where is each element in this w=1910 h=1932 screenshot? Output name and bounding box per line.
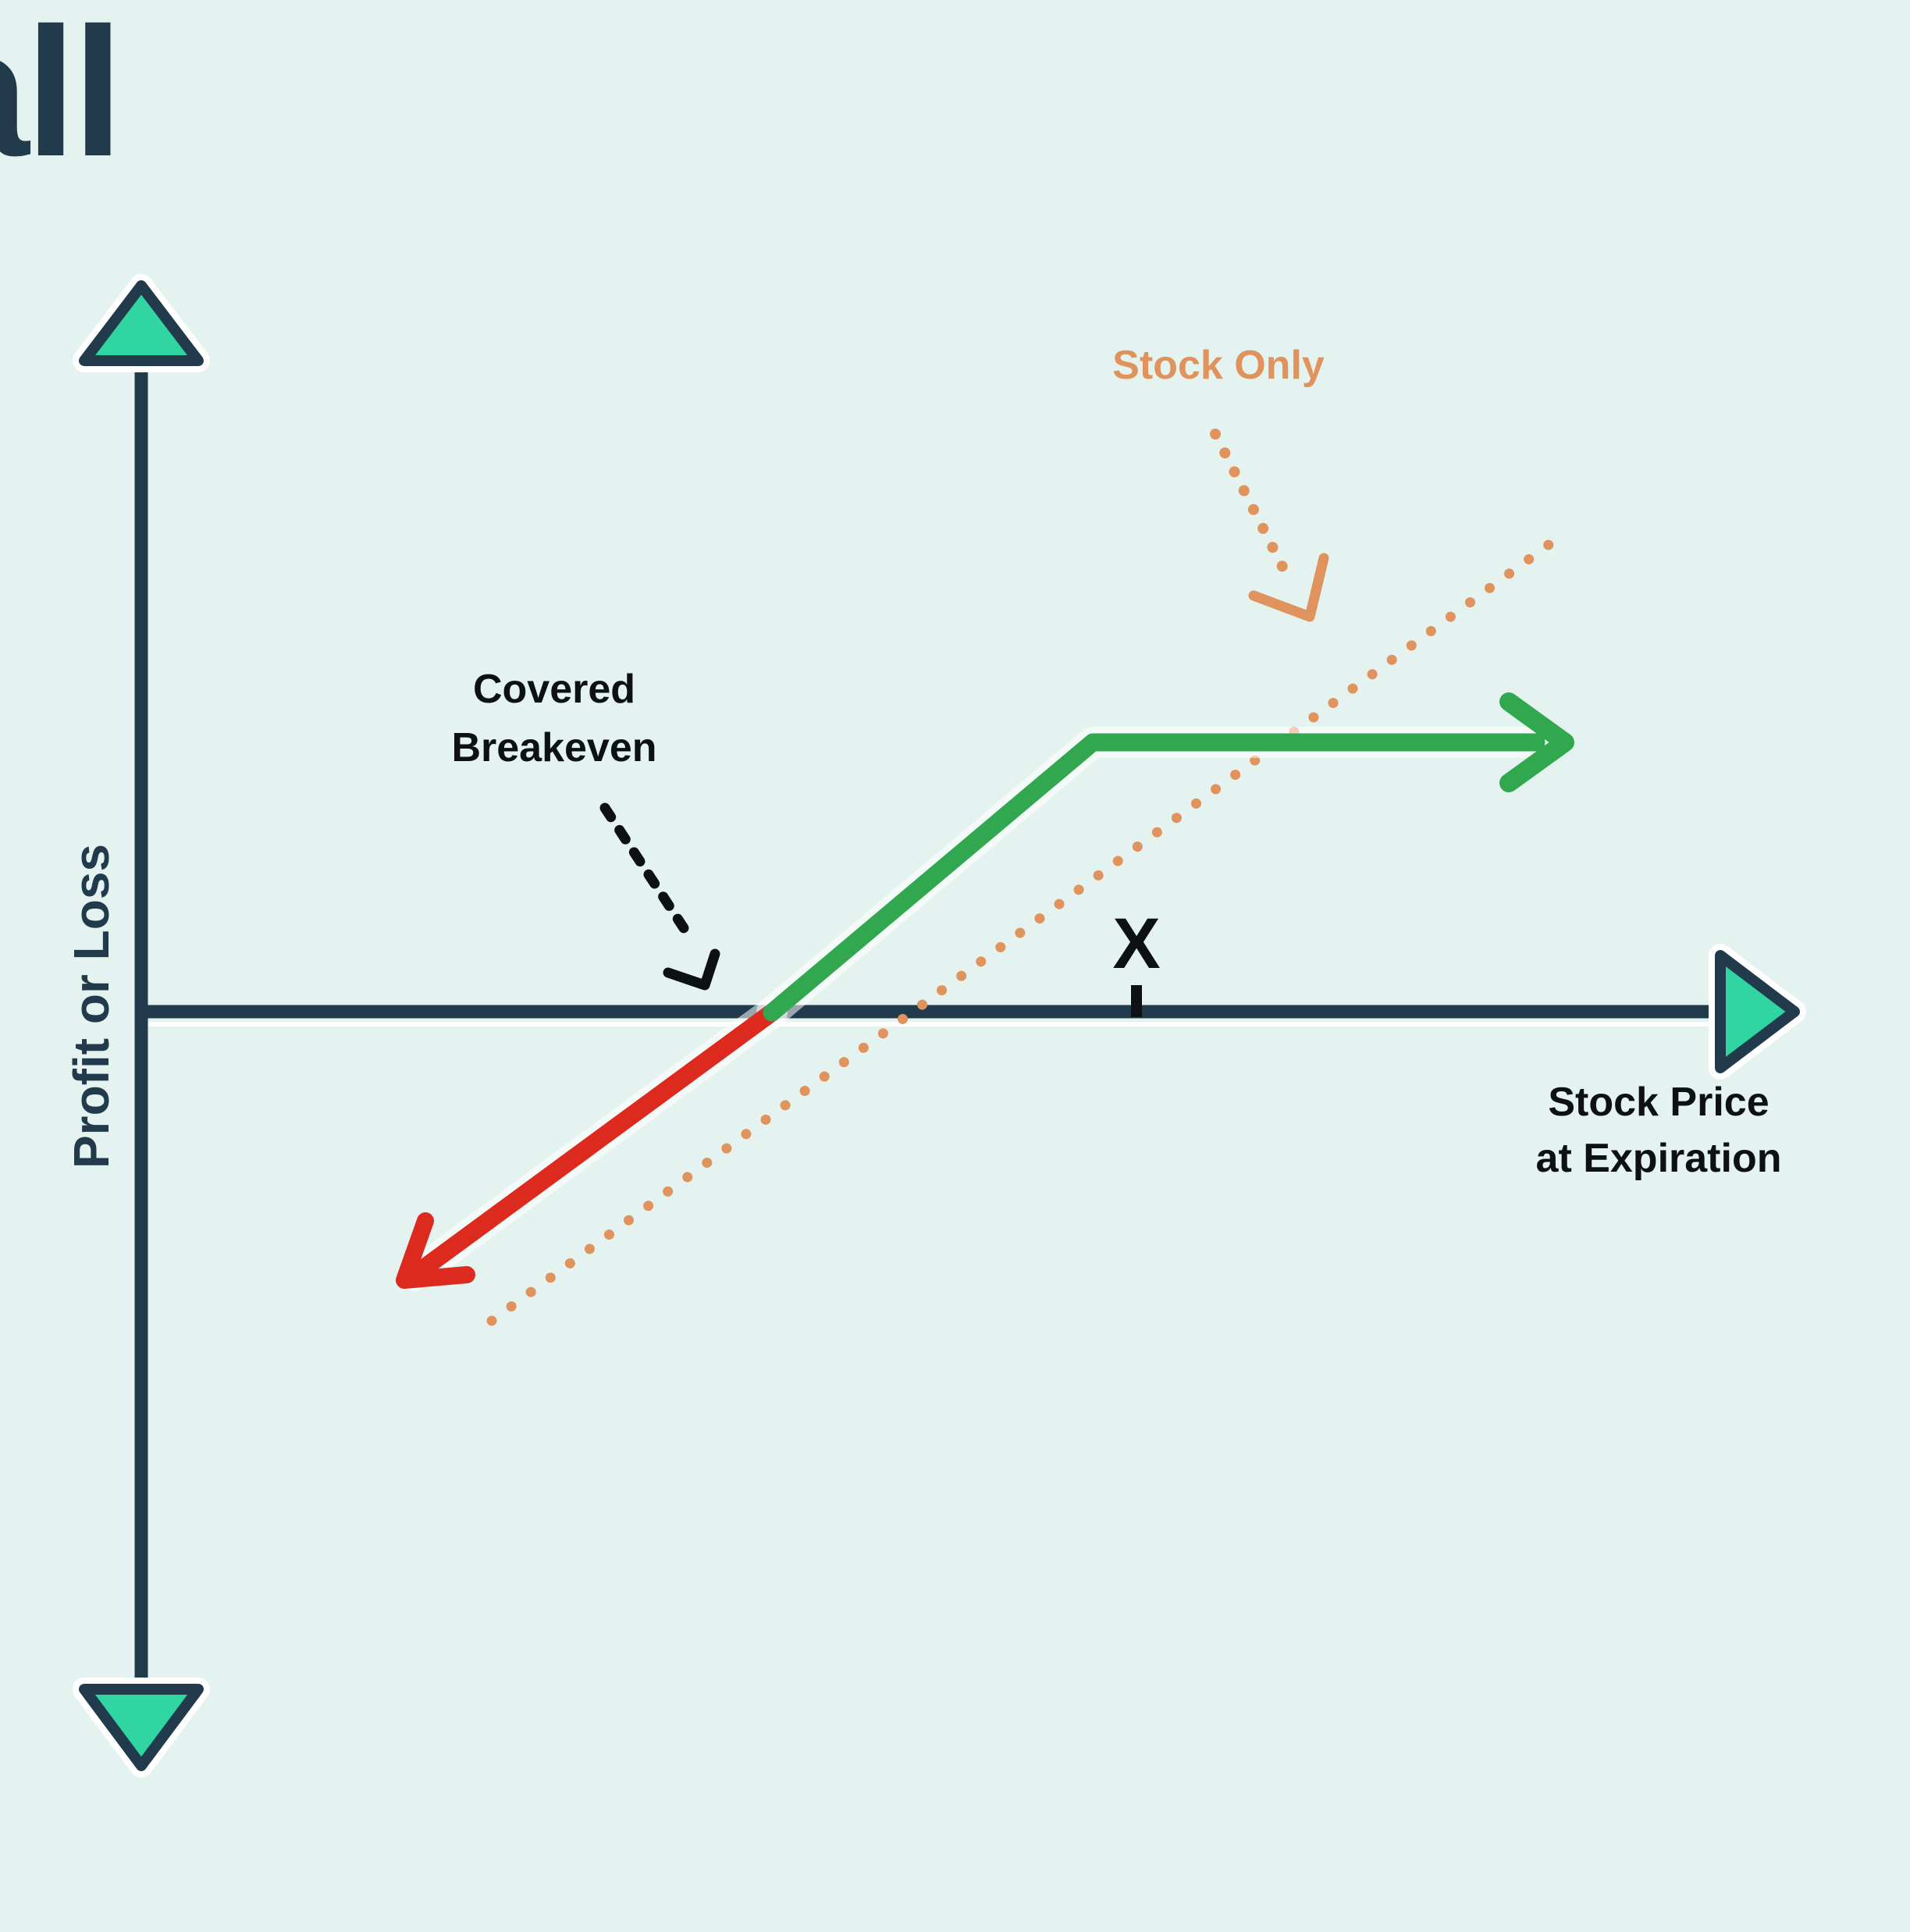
y-axis-up-arrow-icon (79, 280, 204, 366)
stock-only-line (486, 532, 1563, 1326)
y-axis-down-arrow-icon (79, 1684, 204, 1771)
loss-line (404, 1003, 781, 1285)
stock-only-callout-arrowhead-icon (1248, 553, 1329, 622)
x-axis-label: Stock Price at Expiration (1535, 1080, 1782, 1181)
y-axis-label: Profit or Loss (63, 843, 119, 1169)
page-title: Covered Call (0, 0, 123, 194)
profit-line-arrowhead-icon (1499, 692, 1574, 792)
stock-only-label: Stock Only (1112, 343, 1325, 388)
breakeven-callout-arrowhead-icon (663, 948, 720, 991)
loss-line-arrowhead-icon (396, 1212, 475, 1289)
stock-only-callout-arrow-line (1210, 429, 1289, 575)
x-axis-right-arrow-icon (1715, 950, 1800, 1073)
strike-price-label: X (1112, 904, 1161, 984)
covered-breakeven-label: Covered Breakeven (451, 667, 657, 770)
profit-line (763, 733, 1545, 1022)
breakeven-callout-arrow-line (599, 802, 692, 938)
